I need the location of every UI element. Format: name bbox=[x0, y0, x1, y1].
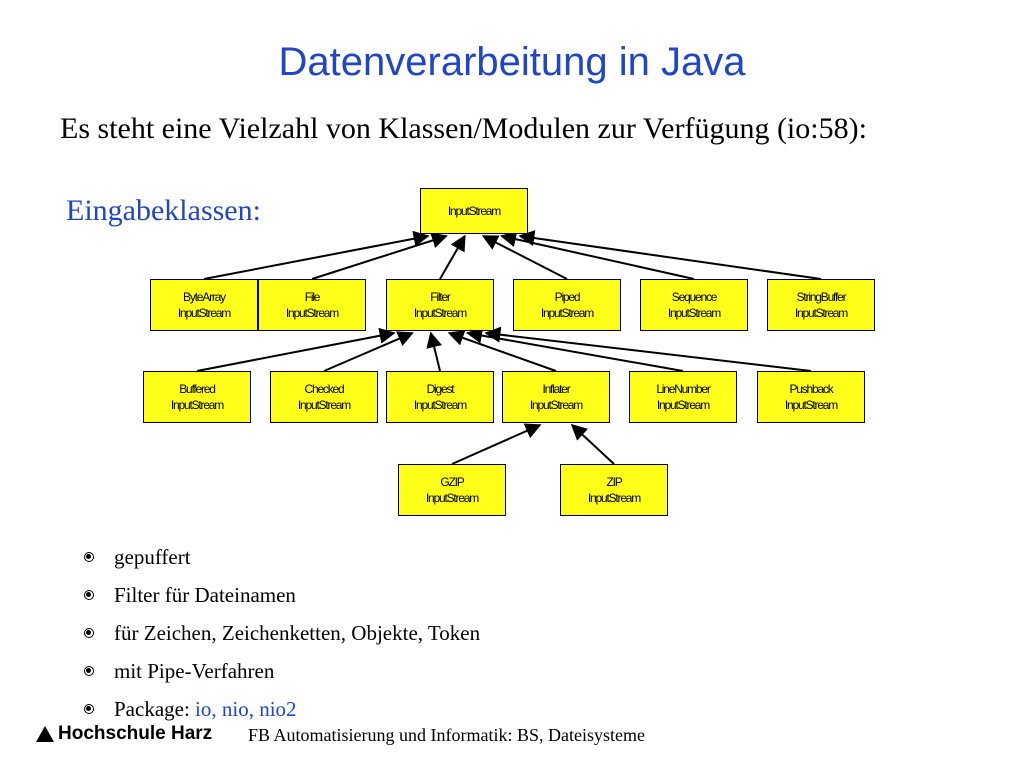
slide-title: Datenverarbeitung in Java bbox=[278, 40, 746, 84]
inheritance-arrow bbox=[451, 423, 542, 465]
node-inflater-inputstream: Inflater InputStream bbox=[502, 371, 610, 423]
bullet-icon bbox=[84, 628, 94, 638]
node-label-line1: Digest bbox=[426, 382, 455, 396]
node-label-line1: Buffered bbox=[179, 382, 216, 396]
bullet-text: mit Pipe-Verfahren bbox=[114, 659, 275, 683]
node-label-line2: InputStream bbox=[297, 398, 351, 412]
node-label-line2: InputStream bbox=[425, 491, 479, 505]
node-checked-inputstream: Checked InputStream bbox=[270, 371, 378, 423]
bullet-icon bbox=[84, 704, 94, 714]
node-label-line1: Checked bbox=[304, 382, 345, 396]
inheritance-arrow bbox=[323, 331, 414, 372]
bullet-text: Filter für Dateinamen bbox=[114, 583, 296, 607]
node-label-line1: LineNumber bbox=[656, 382, 711, 396]
node-inputstream: InputStream bbox=[420, 188, 528, 234]
inheritance-arrow bbox=[426, 331, 442, 372]
bullet-text: Package: bbox=[114, 697, 196, 721]
node-label-line2: InputStream bbox=[667, 306, 721, 320]
inheritance-arrow bbox=[466, 327, 684, 372]
bullet-list: gepuffert Filter für Dateinamen für Zeic… bbox=[82, 538, 480, 728]
inheritance-arrow bbox=[439, 234, 466, 280]
node-label-line1: Piped bbox=[554, 290, 581, 304]
node-label-line2: InputStream bbox=[587, 491, 641, 505]
node-digest-inputstream: Digest InputStream bbox=[386, 371, 494, 423]
node-label-line2: InputStream bbox=[170, 398, 224, 412]
node-buffered-inputstream: Buffered InputStream bbox=[143, 371, 251, 423]
triangle-icon bbox=[36, 726, 54, 742]
bullet-item: mit Pipe-Verfahren bbox=[82, 652, 480, 690]
node-label-line2: InputStream bbox=[656, 398, 710, 412]
node-filter-inputstream: Filter InputStream bbox=[386, 279, 494, 331]
node-label-line2: InputStream bbox=[177, 306, 231, 320]
inheritance-arrow bbox=[203, 230, 430, 280]
node-sequence-inputstream: Sequence InputStream bbox=[640, 279, 748, 331]
node-label-line2: InputStream bbox=[413, 306, 467, 320]
node-gzip-inputstream: GZIP InputStream bbox=[398, 464, 506, 516]
node-bytearray-inputstream: ByteArray InputStream bbox=[150, 279, 258, 331]
slide-subtitle: Es steht eine Vielzahl von Klassen/Modul… bbox=[60, 112, 867, 145]
node-label-line1: StringBuffer bbox=[796, 290, 847, 304]
bullet-text: für Zeichen, Zeichenketten, Objekte, Tok… bbox=[114, 621, 481, 645]
node-label-line2: InputStream bbox=[540, 306, 594, 320]
bullet-highlight: io, nio, nio2 bbox=[195, 697, 297, 721]
inheritance-arrow bbox=[570, 423, 615, 465]
node-label: InputStream bbox=[447, 204, 501, 218]
bullet-icon bbox=[84, 590, 94, 600]
node-label-line2: InputStream bbox=[794, 306, 848, 320]
node-label-line1: Pushback bbox=[789, 382, 833, 396]
node-label-line1: GZIP bbox=[440, 475, 464, 489]
node-file-inputstream: File InputStream bbox=[258, 279, 366, 331]
node-label-line1: Inflater bbox=[542, 382, 570, 396]
node-label-line2: InputStream bbox=[529, 398, 583, 412]
node-label-line1: Sequence bbox=[671, 290, 718, 304]
node-piped-inputstream: Piped InputStream bbox=[513, 279, 621, 331]
bullet-icon bbox=[84, 666, 94, 676]
logo-text: Hochschule Harz bbox=[58, 723, 213, 744]
node-zip-inputstream: ZIP InputStream bbox=[560, 464, 668, 516]
node-label-line1: ZIP bbox=[606, 475, 622, 489]
inheritance-arrow bbox=[481, 235, 568, 280]
node-label-line1: File bbox=[304, 290, 321, 304]
bullet-item: gepuffert bbox=[82, 538, 480, 576]
footer-text: FB Automatisierung und Informatik: BS, D… bbox=[248, 725, 645, 745]
bullet-item: Package: io, nio, nio2 bbox=[82, 690, 480, 728]
inheritance-arrow bbox=[518, 230, 822, 280]
inheritance-arrow bbox=[484, 326, 812, 372]
node-linenumber-inputstream: LineNumber InputStream bbox=[629, 371, 737, 423]
bullet-icon bbox=[84, 552, 94, 562]
node-label-line1: Filter bbox=[430, 290, 451, 304]
node-pushback-inputstream: Pushback InputStream bbox=[757, 371, 865, 423]
node-label-line2: InputStream bbox=[784, 398, 838, 412]
university-logo: Hochschule Harz bbox=[36, 723, 212, 745]
inheritance-arrow bbox=[311, 232, 448, 280]
inheritance-arrow bbox=[196, 327, 396, 372]
node-label-line2: InputStream bbox=[413, 398, 467, 412]
bullet-text: gepuffert bbox=[114, 545, 191, 569]
bullet-item: für Zeichen, Zeichenketten, Objekte, Tok… bbox=[82, 614, 480, 652]
section-label: Eingabeklassen: bbox=[66, 194, 261, 227]
bullet-item: Filter für Dateinamen bbox=[82, 576, 480, 614]
node-label-line1: ByteArray bbox=[183, 290, 226, 304]
node-label-line2: InputStream bbox=[285, 306, 339, 320]
node-stringbuffer-inputstream: StringBuffer InputStream bbox=[767, 279, 875, 331]
